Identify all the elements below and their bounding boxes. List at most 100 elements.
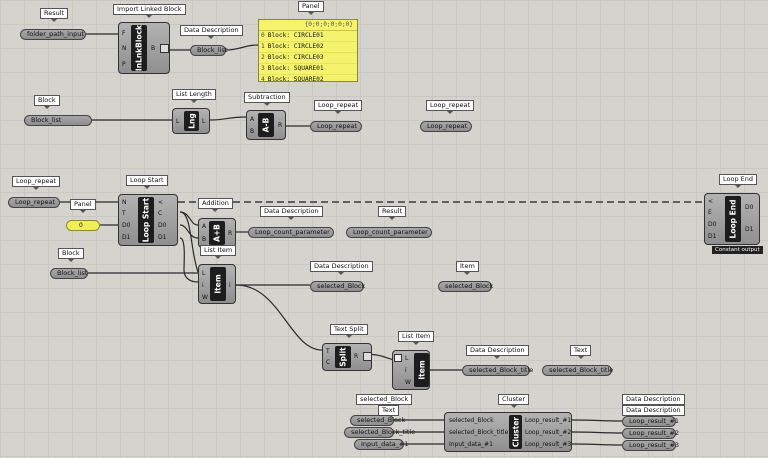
port-out-b[interactable]: B (151, 45, 156, 52)
param-label: Loop_repeat (15, 198, 56, 206)
port-in-n[interactable]: N (122, 45, 127, 52)
input-data-param[interactable]: Input_data_#1 (354, 439, 409, 450)
checkbox-icon[interactable] (394, 354, 402, 362)
port-in-a[interactable]: A (250, 116, 255, 123)
list-item-component[interactable]: L i W Item (392, 350, 430, 390)
port-in-a[interactable]: A (202, 223, 207, 230)
block-list-param[interactable]: Block_list (24, 115, 92, 126)
port-in-l[interactable]: L (405, 355, 409, 362)
port-in-loop[interactable]: < (708, 198, 714, 205)
selected-block-param[interactable]: selected_Block (438, 281, 493, 292)
port-in-t[interactable]: T (326, 348, 330, 355)
loop-result-param[interactable]: Loop_result_#3 (622, 440, 679, 451)
port-out-i[interactable]: i (229, 282, 231, 289)
port-in-d0[interactable]: D0 (708, 221, 717, 228)
expand-icon[interactable] (363, 352, 372, 361)
loop-repeat-param[interactable]: Loop_repeat (420, 121, 472, 132)
port-out-r[interactable]: R (278, 122, 283, 129)
port-out-l[interactable]: L (202, 118, 206, 125)
port-out-r[interactable]: R (228, 230, 233, 237)
selected-block-title-param[interactable]: selected_Block_title (344, 427, 415, 438)
folder-path-input-param[interactable]: folder_path_input (20, 29, 86, 40)
component-name: A+B (212, 224, 222, 242)
list-item-component[interactable]: L i W Item i (198, 264, 236, 304)
param-label: selected_Block (357, 416, 406, 424)
port-in-b[interactable]: B (250, 128, 255, 135)
port-out-loop-result-2[interactable]: Loop_result_#2 (525, 429, 572, 436)
port-in-c[interactable]: C (326, 359, 331, 366)
param-label: Loop_repeat (427, 122, 468, 130)
wire (179, 224, 199, 239)
selected-block-title-param[interactable]: selected_Block_title (542, 365, 613, 376)
component-name: Item (417, 360, 426, 380)
param-label: Input_data_#1 (361, 440, 409, 448)
value-panel[interactable]: 0 (66, 220, 100, 231)
block-list-param[interactable]: Block_list (50, 268, 88, 279)
port-out-d0[interactable]: D0 (158, 222, 167, 229)
port-in-w[interactable]: W (202, 294, 208, 301)
import-linked-block-component[interactable]: F N P InLnkBlock B (118, 22, 170, 74)
port-in-t[interactable]: T (122, 210, 126, 217)
port-out-d1[interactable]: D1 (745, 226, 754, 233)
port-out-c[interactable]: C (158, 210, 163, 217)
component-name: InLnkBlock (134, 24, 144, 72)
param-label: Block_list (31, 116, 62, 124)
port-in-l[interactable]: L (202, 270, 206, 277)
port-in-e[interactable]: E (708, 209, 712, 216)
port-in-n[interactable]: N (122, 199, 127, 206)
port-in-input-data[interactable]: Input_data_#1 (449, 441, 493, 448)
tag-data-description: Data Description (260, 206, 323, 220)
port-in-p[interactable]: P (122, 61, 126, 68)
loop-count-param[interactable]: Loop_count_parameter (346, 227, 432, 238)
port-out-loop-result-3[interactable]: Loop_result_#3 (525, 441, 572, 448)
port-out-d1[interactable]: D1 (158, 234, 167, 241)
addition-component[interactable]: A B A+B R (198, 218, 236, 248)
component-core: Loop End (725, 196, 741, 242)
tag-text-split: Text Split (330, 324, 368, 338)
loop-end-component[interactable]: < E D0 D1 Loop End D0 D1 (704, 193, 760, 245)
port-out-loop[interactable]: < (158, 199, 164, 206)
port-in-l[interactable]: L (176, 118, 180, 125)
loop-repeat-param[interactable]: Loop_repeat (310, 121, 362, 132)
loop-result-param[interactable]: Loop_result_#2 (622, 428, 679, 439)
tag-cluster: Cluster (498, 394, 530, 408)
port-in-d0[interactable]: D0 (122, 222, 131, 229)
cluster-component[interactable]: selected_Block selected_Block_title Inpu… (444, 412, 572, 452)
port-in-selected-block[interactable]: selected_Block (449, 417, 494, 424)
port-out-d0[interactable]: D0 (745, 204, 754, 211)
wire (571, 431, 623, 434)
port-out-r[interactable]: R (354, 353, 359, 360)
block-list-param[interactable]: Block_list (190, 45, 228, 56)
selected-block-param[interactable]: selected_Block (350, 415, 405, 426)
tag-loop-end: Loop End (719, 174, 758, 188)
port-in-d1[interactable]: D1 (122, 234, 131, 241)
port-in-i[interactable]: i (405, 367, 407, 374)
selected-block-param[interactable]: selected_Block (310, 281, 365, 292)
port-in-selected-block-title[interactable]: selected_Block_title (449, 429, 509, 436)
component-name: Loop End (728, 199, 738, 239)
subtraction-component[interactable]: A B A-B R (246, 110, 286, 140)
port-in-b[interactable]: B (202, 236, 207, 243)
selected-block-title-param[interactable]: selected_Block_title (462, 365, 533, 376)
tag-import-linked-block: Import Linked Block (113, 4, 186, 18)
port-out-loop-result-1[interactable]: Loop_result_#1 (525, 417, 572, 424)
expand-icon[interactable] (160, 44, 169, 53)
loop-start-component[interactable]: N T D0 D1 Loop Start < C D0 D1 (118, 194, 178, 246)
port-in-d1[interactable]: D1 (708, 233, 717, 240)
port-in-i[interactable]: i (202, 282, 204, 289)
loop-repeat-param[interactable]: Loop_repeat (8, 197, 60, 208)
loop-count-param[interactable]: Loop_count_parameter (248, 227, 334, 238)
port-in-w[interactable]: W (405, 379, 411, 386)
text-split-component[interactable]: T C Split R (322, 343, 372, 371)
component-name: Loop Start (141, 197, 151, 243)
list-length-component[interactable]: L Lng L (172, 108, 210, 134)
loop-result-param[interactable]: Loop_result_#1 (622, 416, 679, 427)
wire (571, 419, 623, 422)
port-in-f[interactable]: F (122, 30, 126, 37)
wire (225, 44, 259, 51)
param-label: Block_list (197, 46, 228, 54)
